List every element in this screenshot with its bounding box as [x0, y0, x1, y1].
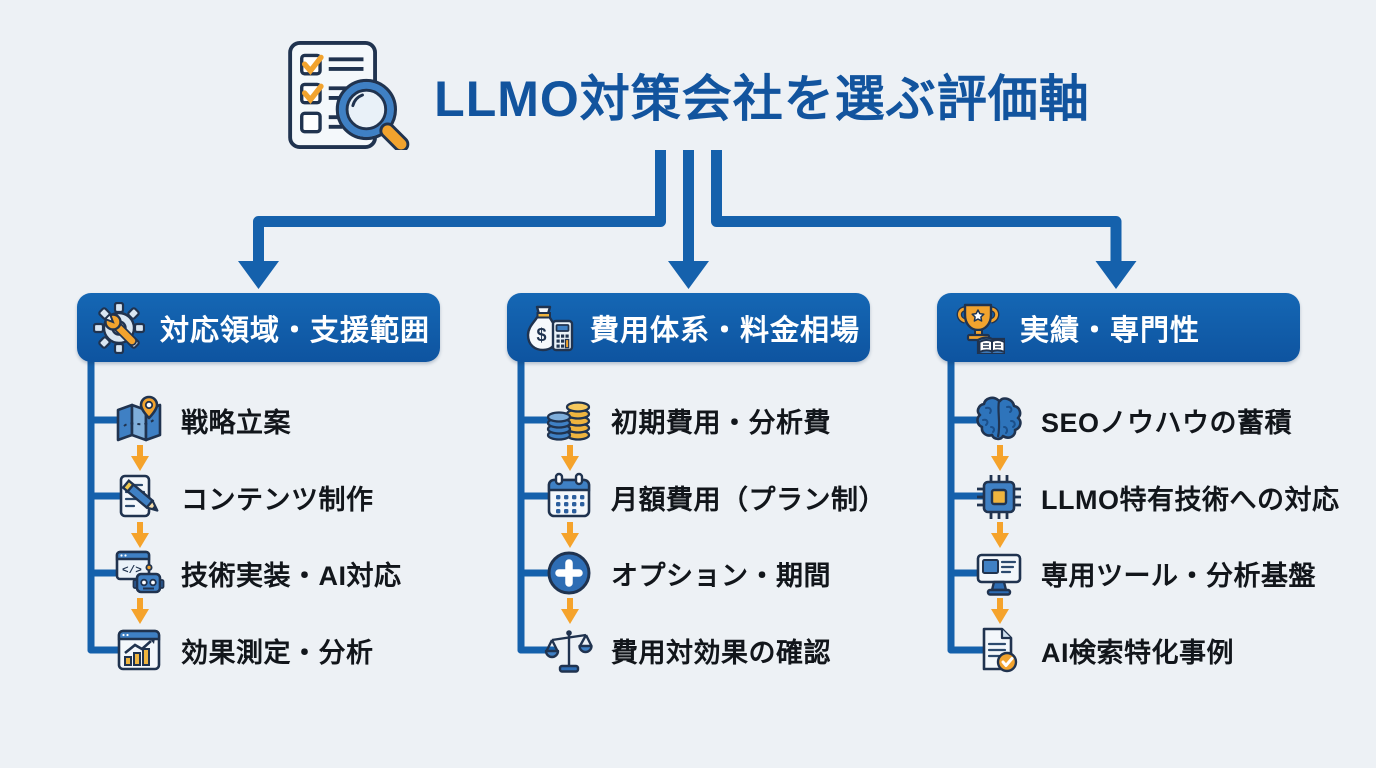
down-arrow-icon [991, 522, 1009, 548]
calendar-icon [543, 471, 595, 523]
item-monthly-fee: 月額費用（プラン制） [543, 468, 886, 526]
svg-text:</>: </> [122, 565, 142, 577]
column-cost-header: $ 費用体系・料金相場 [507, 293, 870, 362]
item-label: AI検索特化事例 [1041, 637, 1234, 668]
item-cost-effectiveness: 費用対効果の確認 [543, 621, 831, 679]
item-label: コンテンツ制作 [181, 484, 374, 515]
monitor-tool-icon [973, 547, 1025, 599]
item-label: LLMO特有技術への対応 [1041, 484, 1340, 515]
item-label: 技術実装・AI対応 [181, 560, 402, 591]
map-pin-icon [113, 394, 165, 446]
column-scope: 対応領域・支援範囲 戦略立案 [77, 293, 440, 733]
item-seo-knowhow: SEOノウハウの蓄積 [973, 391, 1292, 449]
gear-wrench-icon [92, 301, 146, 354]
document-check-icon [973, 624, 1025, 676]
down-arrow-icon [991, 598, 1009, 624]
item-label: 月額費用（プラン制） [611, 484, 886, 515]
brain-icon [973, 394, 1025, 446]
item-label: 費用対効果の確認 [611, 637, 831, 668]
down-arrow-icon [991, 445, 1009, 471]
title-bar: LLMO対策会社を選ぶ評価軸 [0, 40, 1376, 153]
item-content: コンテンツ制作 [113, 468, 374, 526]
down-arrow-icon [561, 445, 579, 471]
analytics-chart-icon [113, 624, 165, 676]
column-expertise: 実績・専門性 SEOノウハウの蓄積 [937, 293, 1339, 733]
item-label: 効果測定・分析 [181, 637, 374, 668]
code-robot-icon: </> [113, 547, 165, 599]
item-tech-ai: </> 技術実装・AI対応 [113, 544, 402, 602]
item-initial-cost: 初期費用・分析費 [543, 391, 831, 449]
item-strategy: 戦略立案 [113, 391, 291, 449]
column-cost-title: 費用体系・料金相場 [590, 314, 861, 347]
coin-stacks-icon [543, 394, 595, 446]
down-arrow-icon [561, 522, 579, 548]
trophy-book-icon [953, 302, 1007, 355]
item-options-period: オプション・期間 [543, 544, 831, 602]
page-title: LLMO対策会社を選ぶ評価軸 [434, 71, 1090, 127]
plus-circle-icon [543, 547, 595, 599]
column-cost: $ 費用体系・料金相場 [507, 293, 886, 733]
balance-scale-icon [543, 624, 595, 676]
down-arrow-icon [131, 445, 149, 471]
item-dedicated-tools: 専用ツール・分析基盤 [973, 544, 1316, 602]
column-scope-title: 対応領域・支援範囲 [160, 314, 431, 347]
item-label: 初期費用・分析費 [611, 407, 831, 438]
item-ai-search-cases: AI検索特化事例 [973, 621, 1234, 679]
moneybag-calculator-icon: $ [523, 302, 575, 354]
down-arrow-icon [131, 522, 149, 548]
svg-text:$: $ [537, 325, 547, 345]
down-arrow-icon [561, 598, 579, 624]
item-measurement: 効果測定・分析 [113, 621, 374, 679]
item-llmo-tech: LLMO特有技術への対応 [973, 468, 1339, 526]
column-expertise-title: 実績・専門性 [1020, 314, 1201, 347]
down-arrow-icon [131, 598, 149, 624]
column-scope-header: 対応領域・支援範囲 [77, 293, 440, 362]
item-label: SEOノウハウの蓄積 [1041, 407, 1293, 438]
item-label: 専用ツール・分析基盤 [1041, 560, 1316, 591]
column-expertise-header: 実績・専門性 [937, 293, 1300, 362]
document-pencil-icon [113, 471, 165, 523]
checklist-magnifier-icon [286, 40, 412, 153]
cpu-chip-icon [973, 471, 1025, 523]
item-label: 戦略立案 [181, 407, 291, 438]
item-label: オプション・期間 [611, 560, 831, 591]
